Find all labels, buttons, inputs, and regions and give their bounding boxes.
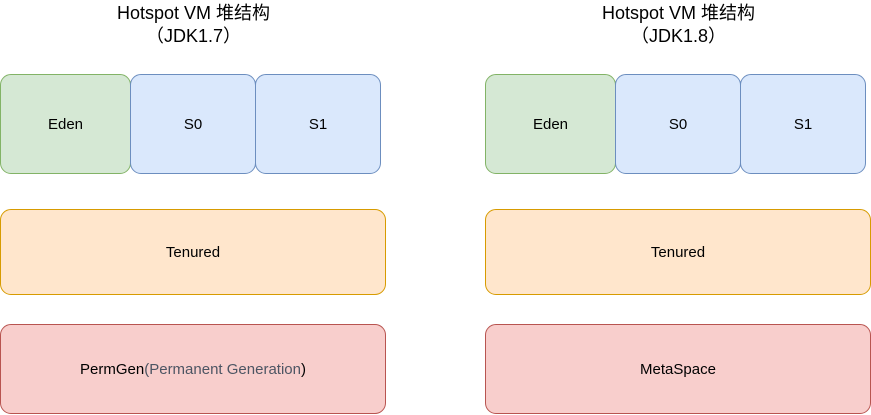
s0-label: S0 <box>668 115 688 133</box>
permgen-label: PermGen(Permanent Generation) <box>80 361 306 378</box>
eden-box: Eden <box>485 74 616 174</box>
permgen-subtitle: Permanent Generation <box>149 360 301 378</box>
survivor-s1-box: S1 <box>740 74 866 174</box>
tenured-box: Tenured <box>485 209 871 295</box>
eden-label: Eden <box>47 115 84 133</box>
diagram-title: Hotspot VM 堆结构 （JDK1.7） <box>0 2 387 48</box>
tenured-label: Tenured <box>650 243 706 261</box>
tenured-label: Tenured <box>165 243 221 261</box>
eden-box: Eden <box>0 74 131 174</box>
survivor-s0-box: S0 <box>130 74 256 174</box>
survivor-s1-box: S1 <box>255 74 381 174</box>
title-line-1: Hotspot VM 堆结构 <box>601 3 756 23</box>
heap-diagram-jdk18: Hotspot VM 堆结构 （JDK1.8） Eden S0 S1 Tenur… <box>485 0 871 415</box>
permgen-main-text: PermGen <box>80 360 145 378</box>
s0-label: S0 <box>183 115 203 133</box>
title-line-1: Hotspot VM 堆结构 <box>116 3 271 23</box>
s1-label: S1 <box>308 115 328 133</box>
s1-label: S1 <box>793 115 813 133</box>
diagram-title: Hotspot VM 堆结构 （JDK1.8） <box>485 2 871 48</box>
permgen-paren-close: ) <box>300 360 306 378</box>
title-line-2: （JDK1.7） <box>145 26 242 46</box>
title-line-2: （JDK1.8） <box>630 26 727 46</box>
eden-label: Eden <box>532 115 569 133</box>
survivor-s0-box: S0 <box>615 74 741 174</box>
heap-diagram-jdk17: Hotspot VM 堆结构 （JDK1.7） Eden S0 S1 Tenur… <box>0 0 387 415</box>
metaspace-label: MetaSpace <box>640 360 716 378</box>
metaspace-box: MetaSpace <box>485 324 871 414</box>
permgen-box: PermGen(Permanent Generation) <box>0 324 386 414</box>
permgen-paren-open: ( <box>144 360 150 378</box>
tenured-box: Tenured <box>0 209 386 295</box>
